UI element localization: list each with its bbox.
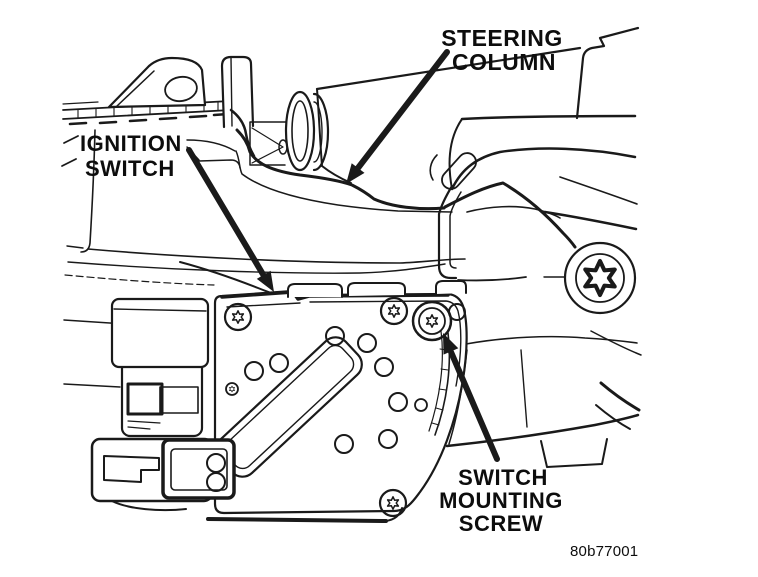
ignition-switch-arrow	[186, 147, 274, 292]
switch-mounting-screw-label-line1: SWITCH	[458, 465, 548, 490]
support-arm	[429, 114, 637, 191]
torx-bolt	[543, 241, 637, 315]
switch-mounting-screw-arrow	[443, 333, 500, 462]
ignition-switch-label-line1: IGNITION	[80, 131, 182, 156]
upper-panel	[315, 26, 640, 184]
switch-screws	[223, 296, 453, 518]
steering-column-label-line2: COLUMN	[452, 49, 556, 75]
shroud-hook-edge	[437, 184, 527, 282]
figure-code: 80b77001	[570, 543, 638, 560]
switch-body-left	[110, 297, 210, 369]
column-bracket	[107, 56, 207, 109]
column-structure-drawing	[61, 26, 642, 468]
steering-column-label-line1: STEERING	[441, 25, 563, 51]
switch-mounting-screw	[411, 300, 453, 342]
annotations: STEERING COLUMN IGNITION SWITCH SWITCH M…	[80, 25, 638, 560]
ignition-switch-label-line2: SWITCH	[85, 156, 175, 181]
steering-column-label: STEERING COLUMN	[441, 25, 563, 75]
screw-tiny	[225, 382, 239, 396]
lower-housing	[445, 330, 642, 468]
ignition-switch-module	[90, 280, 468, 523]
screw-bottom	[378, 488, 408, 518]
switch-connector-upper	[120, 354, 204, 438]
switch-connector-lower	[90, 437, 236, 512]
retaining-tabs	[287, 280, 467, 298]
column-shroud	[80, 108, 638, 253]
screw-top-left	[223, 302, 253, 332]
switch-mounting-screw-label-line2: MOUNTING	[439, 488, 563, 513]
clockspring-rings	[249, 90, 330, 172]
switch-mounting-screw-label-line3: SCREW	[459, 511, 543, 536]
column-tube-lines	[61, 135, 466, 388]
ignition-switch-label: IGNITION SWITCH	[80, 131, 182, 181]
screw-top-right	[379, 296, 409, 326]
switch-plate-holes	[244, 303, 466, 454]
steering-column-arrow	[346, 49, 450, 184]
switch-mounting-screw-label: SWITCH MOUNTING SCREW	[439, 465, 563, 536]
column-post	[220, 55, 255, 129]
